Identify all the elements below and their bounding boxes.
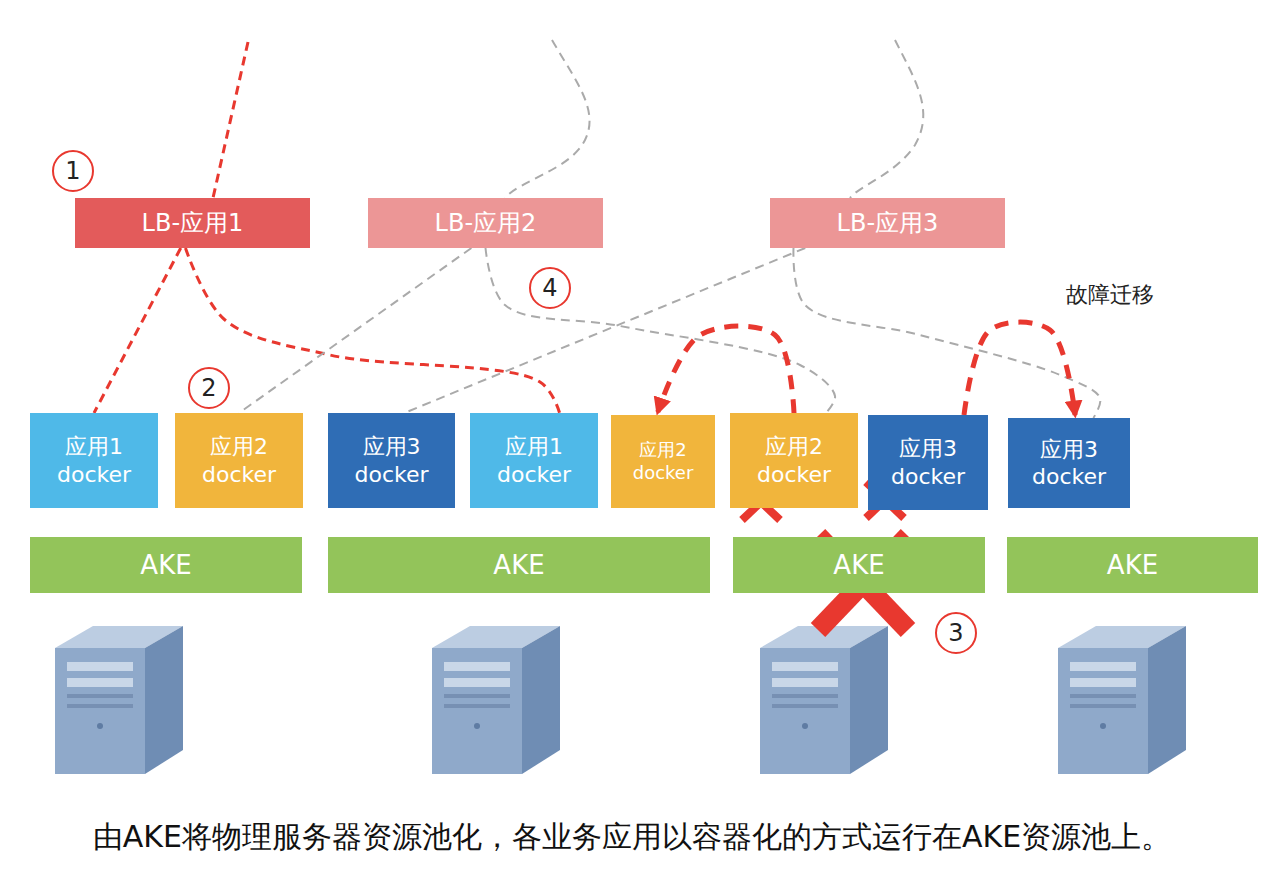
annotation-text: 故障迁移 <box>1040 278 1180 312</box>
node-text: 应用2 docker <box>736 433 852 488</box>
incoming-traffic-line <box>850 40 923 198</box>
docker-box: 应用1 docker <box>30 413 158 508</box>
connector <box>658 326 794 413</box>
ake-band: AKE <box>733 537 985 593</box>
server-icon <box>760 626 888 774</box>
node-text: AKE <box>833 549 884 582</box>
load-balancer-box: LB-应用3 <box>770 198 1005 248</box>
node-text: LB-应用3 <box>837 208 939 238</box>
callout-number: 2 <box>188 367 230 409</box>
connector <box>486 248 836 413</box>
node-text: 应用3 docker <box>334 433 449 488</box>
server-icon <box>55 626 183 774</box>
ake-band: AKE <box>1007 537 1258 593</box>
docker-box: 应用3 docker <box>1008 418 1130 508</box>
ake-band: AKE <box>30 537 302 593</box>
docker-box: 应用2 docker <box>175 413 303 508</box>
server-icon <box>1058 626 1186 774</box>
callout-number: 3 <box>935 612 977 654</box>
connector <box>239 248 471 413</box>
node-text: AKE <box>140 549 191 582</box>
node-text: 应用2 docker <box>617 439 709 484</box>
incoming-traffic-line <box>505 40 590 198</box>
docker-box: 应用3 docker <box>868 415 988 510</box>
load-balancer-box: LB-应用2 <box>368 198 603 248</box>
docker-box: 应用3 docker <box>328 413 455 508</box>
node-text: 应用2 docker <box>181 433 297 488</box>
node-text: LB-应用2 <box>435 208 537 238</box>
node-text: AKE <box>1107 549 1158 582</box>
caption: 由AKE将物理服务器资源池化，各业务应用以容器化的方式运行在AKE资源池上。 <box>0 812 1264 862</box>
node-text: AKE <box>493 549 544 582</box>
connector <box>404 248 805 413</box>
node-text: 应用1 docker <box>36 433 152 488</box>
node-text: LB-应用1 <box>142 208 244 238</box>
server-icons <box>55 626 1186 774</box>
connector <box>94 248 181 413</box>
connector <box>964 322 1075 415</box>
load-balancer-box: LB-应用1 <box>75 198 310 248</box>
callout-number: 4 <box>529 267 571 309</box>
node-text: 应用3 docker <box>1014 436 1124 491</box>
callout-number: 1 <box>52 150 94 192</box>
node-text: 应用3 docker <box>874 435 982 490</box>
connector <box>793 248 1100 418</box>
connector <box>185 248 559 413</box>
docker-box: 应用1 docker <box>470 413 598 508</box>
server-icon <box>432 626 560 774</box>
failure-mark <box>742 482 908 630</box>
docker-box: 应用2 docker <box>611 415 715 508</box>
node-text: 应用1 docker <box>476 433 592 488</box>
docker-box: 应用2 docker <box>730 413 858 508</box>
incoming-traffic-line <box>213 42 248 198</box>
ake-band: AKE <box>328 537 710 593</box>
